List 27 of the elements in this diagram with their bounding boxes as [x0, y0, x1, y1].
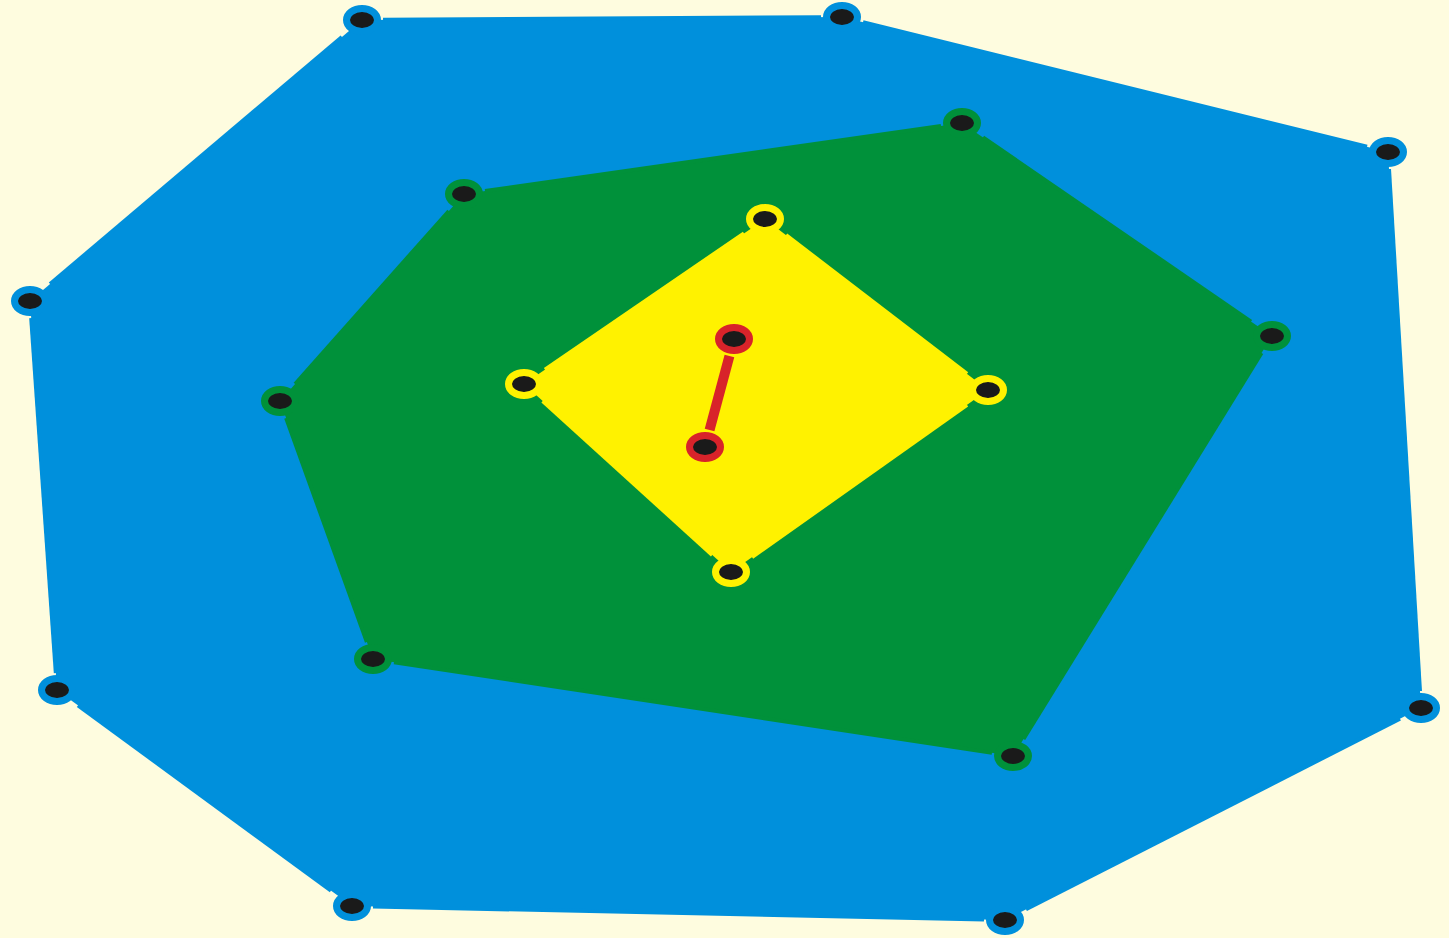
polygon-side	[76, 703, 333, 893]
vertex-dot	[994, 741, 1032, 771]
polygon-side	[484, 124, 942, 193]
polygon-side	[750, 403, 969, 559]
polygon-side	[284, 417, 369, 643]
polygon-side	[784, 233, 969, 376]
polygon-side	[29, 317, 58, 674]
polygon-side	[293, 209, 451, 386]
polygon-side	[1021, 351, 1264, 741]
polygon-side	[1387, 168, 1422, 692]
vertex-dot	[1369, 137, 1407, 167]
vertex-dot	[715, 324, 753, 354]
vertex-dot	[354, 644, 392, 674]
segment-line	[704, 354, 735, 432]
polygon-side	[393, 660, 993, 755]
polygon-side	[543, 231, 746, 372]
polygon-side	[862, 20, 1368, 149]
polygon-side	[383, 15, 821, 22]
vertex-dot	[686, 432, 724, 462]
polygon-side	[541, 399, 714, 557]
polygon-side	[372, 904, 985, 922]
vertex-dot	[712, 557, 750, 587]
polygon-side	[1025, 716, 1401, 912]
vertex-dot	[445, 179, 483, 209]
polygon-side	[48, 35, 344, 286]
vertex-dot	[1402, 693, 1440, 723]
polygon-side	[981, 135, 1253, 324]
